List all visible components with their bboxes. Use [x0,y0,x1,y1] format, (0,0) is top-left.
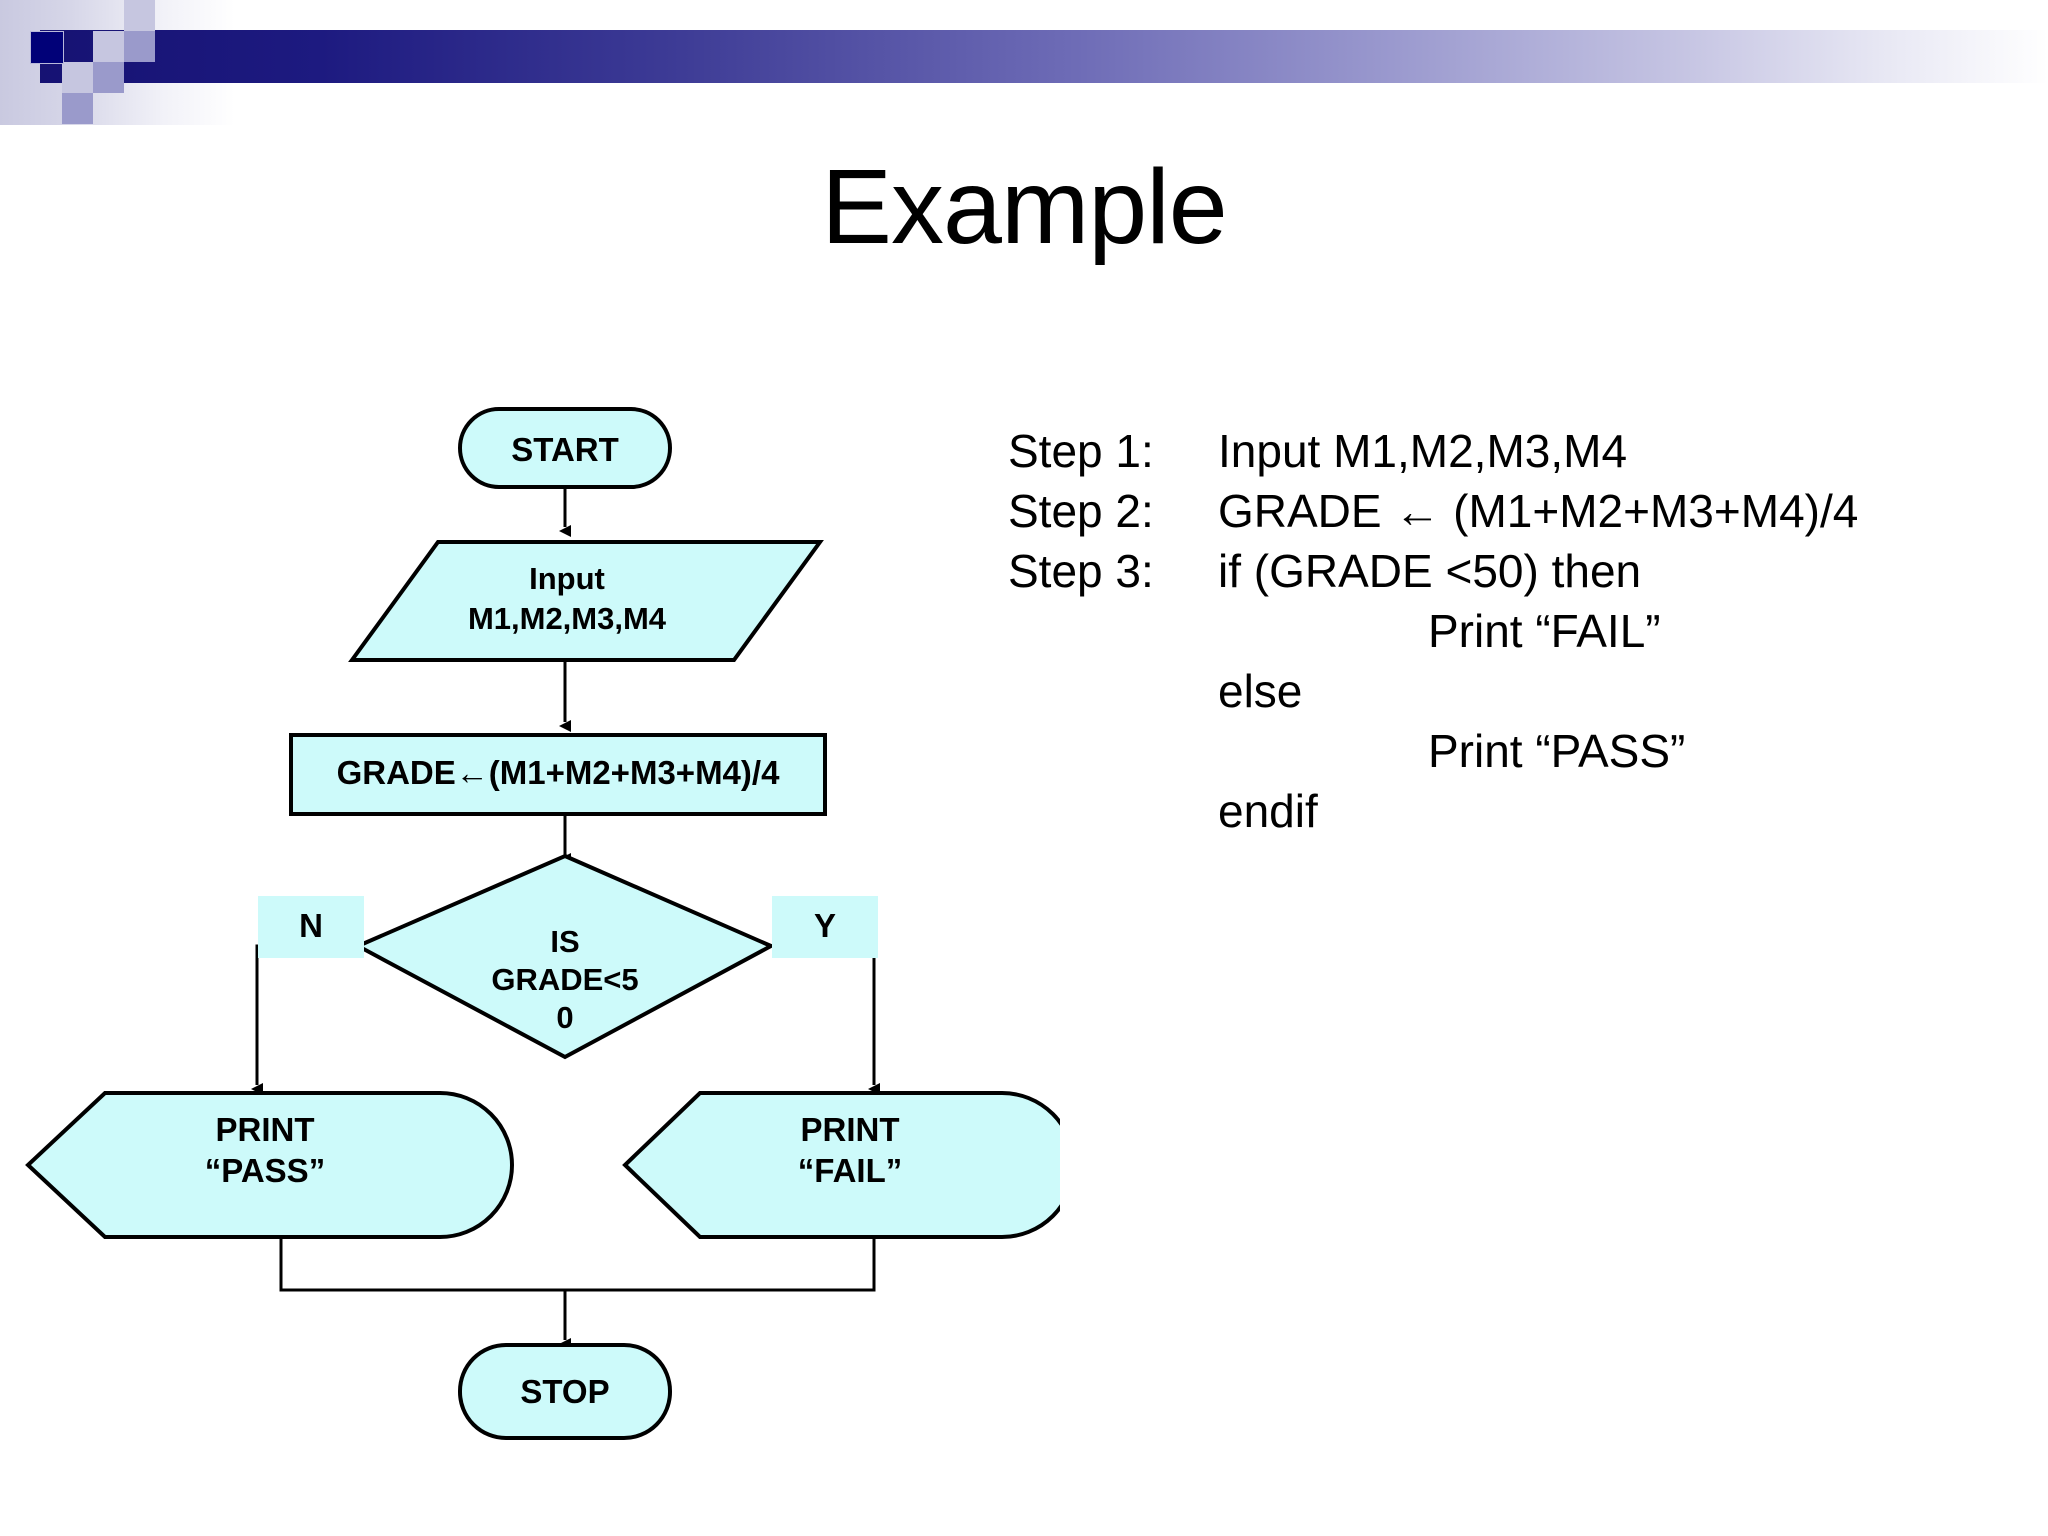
pseudocode-step-2-label: Step 2: [1008,485,1154,537]
pseudocode-line-5: else [1008,668,2028,728]
pseudocode-step-3-label: Step 3: [1008,545,1154,597]
header-gradient-bar [40,30,2048,83]
pseudocode-line-2: Step 2: GRADE ← (M1+M2+M3+M4)/4 [1008,488,2028,548]
pseudocode-line-7: endif [1008,788,2028,848]
header-square-mid-c [62,93,93,124]
header-square-dark [30,31,64,64]
pseudocode-step-2-body: GRADE ← (M1+M2+M3+M4)/4 [1218,485,1859,537]
header-square-mid-b [93,62,124,93]
branch-label-no-chip [258,896,364,958]
pseudocode-print-pass: Print “PASS” [1428,725,1686,777]
pseudocode-line-1: Step 1: Input M1,M2,M3,M4 [1008,428,2028,488]
pseudocode-print-fail: Print “FAIL” [1428,605,1661,657]
flow-node-input[interactable] [348,540,824,662]
pseudocode-block: Step 1: Input M1,M2,M3,M4 Step 2: GRADE … [1008,428,2028,848]
flow-node-process[interactable] [289,733,827,816]
header-square-mid-a [124,31,155,62]
pseudocode-else: else [1218,665,1303,717]
flowchart-diagram: START Input M1,M2,M3,M4 GRADE←(M1+M2+M3+… [25,407,1060,1440]
connector-decision-no-to-print-pass [251,944,358,1095]
flowchart-svg [25,407,1060,1440]
connector-decision-yes-to-print-fail [771,944,880,1095]
pseudocode-line-4: Print “FAIL” [1008,608,2028,668]
flow-node-start[interactable] [458,407,672,489]
page-title: Example [821,148,1227,266]
flow-node-stop[interactable] [458,1343,672,1440]
branch-label-yes-chip [772,896,878,958]
flow-node-print-fail[interactable] [622,1091,1060,1239]
pseudocode-step-1-label: Step 1: [1008,425,1154,477]
header-decoration [0,0,2048,125]
pseudocode-step-1-body: Input M1,M2,M3,M4 [1218,425,1628,477]
flow-node-decision[interactable] [353,853,776,1060]
header-square-light-a [124,0,155,31]
connector-print-pass-to-join [279,1237,565,1292]
connector-print-fail-to-join [565,1237,876,1292]
header-square-light-b [93,31,124,62]
pseudocode-line-6: Print “PASS” [1008,728,2028,788]
pseudocode-step-3-body: if (GRADE <50) then [1218,545,1642,597]
pseudocode-endif: endif [1218,785,1318,837]
header-square-light-c [62,62,93,93]
flow-node-print-pass[interactable] [25,1091,514,1239]
pseudocode-line-3: Step 3: if (GRADE <50) then [1008,548,2028,608]
